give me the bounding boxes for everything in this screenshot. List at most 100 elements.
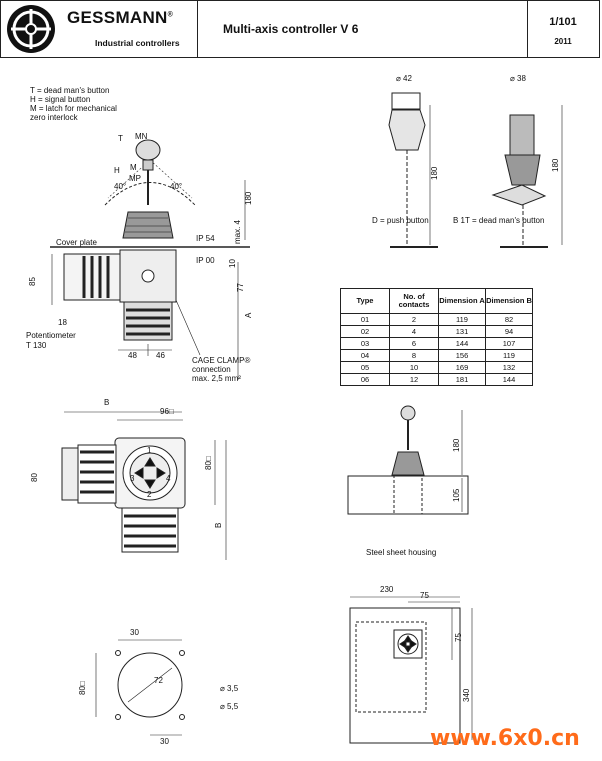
table-row: 06 12 181 144 xyxy=(340,373,533,386)
document-number: 1/101 xyxy=(549,16,577,28)
label-hole55: ⌀ 5,5 xyxy=(220,702,239,711)
label-dim80sq: 80□ xyxy=(204,456,213,470)
table-cell: 119 xyxy=(485,349,533,362)
table-cell: 8 xyxy=(389,349,439,362)
label-angle-right: 40° xyxy=(170,182,183,191)
label-m: M xyxy=(130,163,137,172)
label-max4: max. 4 xyxy=(233,219,242,244)
steel-top-drawing xyxy=(349,596,473,744)
label-dim-b-side: B xyxy=(214,522,223,528)
table-cell: 06 xyxy=(340,373,390,386)
label-cage-clamp: CAGE CLAMP® xyxy=(192,356,251,365)
label-dim18: 18 xyxy=(58,318,67,327)
label-dead-mans-button: B 1T = dead man's button xyxy=(453,216,545,225)
table-cell: 156 xyxy=(438,349,486,362)
label-cut-dim30-top: 30 xyxy=(130,628,139,637)
label-dia38: ⌀ 38 xyxy=(510,74,526,83)
gessmann-logo-icon xyxy=(7,5,55,53)
label-dim-a: A xyxy=(244,312,253,318)
table-header-type: Type xyxy=(340,288,390,314)
label-dim180-left: 180 xyxy=(430,166,439,180)
label-t130: T 130 xyxy=(26,341,47,350)
brand-subtitle: Industrial controllers xyxy=(95,38,180,48)
table-cell: 01 xyxy=(340,313,390,326)
table-header-row: Type No. of contacts Dimension A Dimensi… xyxy=(340,288,533,314)
table-cell: 12 xyxy=(389,373,439,386)
document-title: Multi-axis controller V 6 xyxy=(223,22,359,36)
label-dim180-side: 180 xyxy=(244,191,253,205)
table-cell: 132 xyxy=(485,361,533,374)
table-cell: 02 xyxy=(340,325,390,338)
legend-item: M = latch for mechanical xyxy=(30,104,117,113)
table-row: 03 6 144 107 xyxy=(340,337,533,350)
label-max-mm: max. 2,5 mm² xyxy=(192,374,241,383)
table-row: 01 2 119 82 xyxy=(340,313,533,326)
legend-item: zero interlock xyxy=(30,113,78,122)
table-cell: 03 xyxy=(340,337,390,350)
label-dim340: 340 xyxy=(462,688,471,702)
legend: T = dead man's button H = signal button … xyxy=(30,86,117,122)
table-cell: 05 xyxy=(340,361,390,374)
label-cut-dim80sq: 80□ xyxy=(78,681,87,695)
label-dim96: 96□ xyxy=(160,407,174,416)
watermark: www.6x0.cn xyxy=(430,726,580,751)
label-dim10: 10 xyxy=(228,259,237,268)
label-dim230: 230 xyxy=(380,585,394,594)
label-steel-dim180: 180 xyxy=(452,438,461,452)
label-dim77: 77 xyxy=(236,283,245,292)
label-dia42: ⌀ 42 xyxy=(396,74,412,83)
table-row: 02 4 131 94 xyxy=(340,325,533,338)
document-year: 2011 xyxy=(554,37,572,46)
header-brand-cell: GESSMANN® Industrial controllers xyxy=(1,1,198,57)
table-row: 04 8 156 119 xyxy=(340,349,533,362)
brand-name: GESSMANN® xyxy=(67,8,174,27)
table-cell: 2 xyxy=(389,313,439,326)
handles-drawing xyxy=(388,92,563,248)
dimension-table: Type No. of contacts Dimension A Dimensi… xyxy=(340,288,533,386)
legend-item: T = dead man's button xyxy=(30,86,110,95)
label-steel-dim105: 105 xyxy=(452,488,461,502)
label-h: H xyxy=(114,166,120,175)
table-cell: 144 xyxy=(438,337,486,350)
label-dim180-right: 180 xyxy=(551,158,560,172)
label-mp: MP xyxy=(129,174,141,183)
label-steel-caption: Steel sheet housing xyxy=(366,548,437,557)
table-cell: 131 xyxy=(438,325,486,338)
label-dim48: 48 xyxy=(128,351,137,360)
label-ip00: IP 00 xyxy=(196,256,215,265)
label-dir1: 1 xyxy=(147,446,152,455)
document-header: GESSMANN® Industrial controllers Multi-a… xyxy=(0,0,600,58)
table-header-dim-a: Dimension A xyxy=(438,288,486,314)
label-cover-plate: Cover plate xyxy=(56,238,97,247)
table-cell: 119 xyxy=(438,313,486,326)
steel-housing-drawing xyxy=(347,405,469,515)
label-cut-dim30-bottom: 30 xyxy=(160,737,169,746)
label-dir2: 2 xyxy=(147,490,152,499)
label-dim85: 85 xyxy=(28,277,37,286)
table-cell: 144 xyxy=(485,373,533,386)
label-dim80: 80 xyxy=(30,473,39,482)
table-cell: 04 xyxy=(340,349,390,362)
table-cell: 107 xyxy=(485,337,533,350)
label-dim75-top: 75 xyxy=(420,591,429,600)
label-dim-b-top: B xyxy=(104,398,110,407)
label-dir3: 3 xyxy=(130,474,135,483)
table-cell: 10 xyxy=(389,361,439,374)
table-cell: 169 xyxy=(438,361,486,374)
top-view-drawing xyxy=(61,411,227,560)
label-hole35: ⌀ 3,5 xyxy=(220,684,239,693)
table-cell: 94 xyxy=(485,325,533,338)
table-row: 05 10 169 132 xyxy=(340,361,533,374)
label-connection: connection xyxy=(192,365,231,374)
side-view-drawing xyxy=(50,139,250,380)
label-t: T xyxy=(118,134,123,143)
table-cell: 181 xyxy=(438,373,486,386)
table-cell: 4 xyxy=(389,325,439,338)
header-number-cell: 1/101 2011 xyxy=(527,1,599,57)
label-dim75-side: 75 xyxy=(454,633,463,642)
label-mn: MN xyxy=(135,132,148,141)
table-cell: 82 xyxy=(485,313,533,326)
label-potentiometer: Potentiometer xyxy=(26,331,76,340)
cutout-drawing xyxy=(95,639,185,736)
